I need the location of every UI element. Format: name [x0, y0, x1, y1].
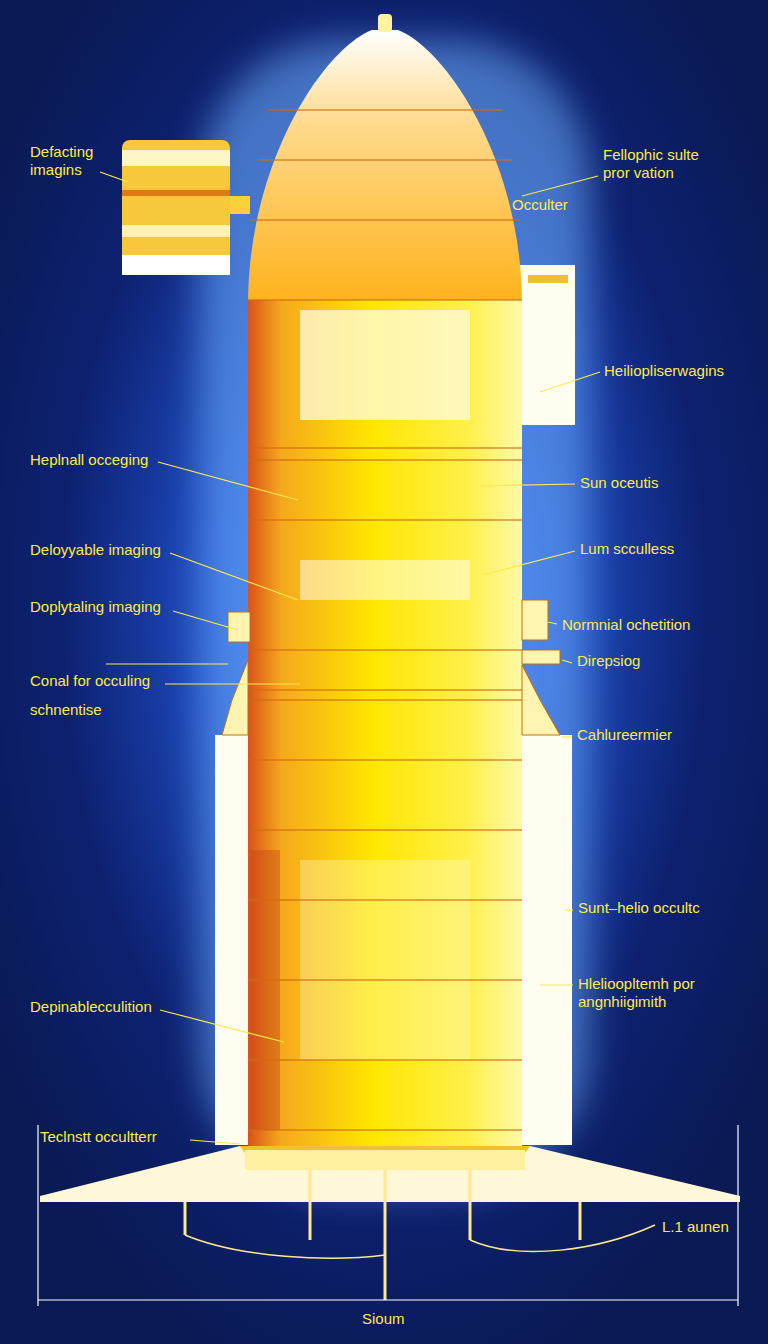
rocket-body-part	[250, 850, 280, 1130]
landing-legs-part	[469, 1170, 472, 1240]
body-stripes-part	[248, 649, 522, 651]
leader-lines-part	[158, 462, 298, 500]
body-stripes-part	[248, 899, 522, 901]
rocket-body-part	[300, 860, 470, 1060]
landing-legs-part	[384, 1170, 387, 1300]
callout-label: Normnial ochetition	[562, 616, 690, 634]
leader-lines-part	[565, 909, 573, 910]
callout-label: Doplytaling imaging	[30, 598, 161, 616]
dimension-bracket	[38, 1125, 738, 1306]
body-stripes-part	[250, 219, 520, 221]
leader-lines-part	[173, 611, 238, 630]
leader-lines-part	[482, 551, 575, 575]
leader-lines-part	[480, 484, 575, 486]
side-panels-part	[528, 275, 568, 283]
mid-platforms-part	[522, 650, 560, 664]
callout-label: L.1 aunen	[662, 1218, 729, 1236]
callout-label: Hlelioopltemh por angnhiigimith	[578, 975, 728, 1011]
leader-lines-part	[562, 736, 572, 737]
callout-label: Heplnall occeging	[30, 451, 148, 469]
leader-lines-part	[165, 683, 300, 684]
callout-label: Depinablecculition	[30, 998, 152, 1016]
callout-label: Occulter	[512, 196, 568, 214]
instrument-cylinder-part	[122, 140, 230, 275]
leader-lines-part	[548, 622, 557, 624]
leader-lines-part	[170, 553, 298, 600]
body-stripes-part	[258, 159, 512, 161]
body-stripes-part	[248, 459, 522, 461]
rocket-body-part	[248, 300, 522, 1150]
side-panels-part	[522, 735, 572, 1145]
dimension-bracket-part	[37, 1125, 38, 1306]
body-stripes-part	[268, 109, 502, 111]
body-stripes-part	[248, 829, 522, 831]
instrument-cylinder	[122, 140, 250, 275]
callout-label: Cahlureermier	[577, 726, 672, 744]
instrument-cylinder-part	[122, 150, 230, 166]
leader-lines-part	[562, 660, 572, 663]
side-panels-part	[520, 265, 575, 425]
landing-legs-part	[579, 1202, 582, 1240]
landing-legs-part	[309, 1170, 312, 1240]
rocket-body-part	[300, 560, 470, 600]
leader-lines-part	[190, 1140, 240, 1144]
instrument-cylinder-part	[122, 255, 230, 275]
callout-label: Defacting imagins	[30, 143, 110, 179]
instrument-cylinder-part	[122, 190, 230, 196]
rocket-body-part	[378, 14, 392, 32]
leader-lines-part	[160, 1010, 284, 1042]
rocket-body	[248, 14, 522, 1150]
callout-label: schnentise	[30, 701, 102, 719]
body-stripes-part	[248, 759, 522, 761]
mid-platforms-part	[522, 665, 560, 735]
callout-label: Sun oceutis	[580, 474, 658, 492]
callout-label: Sunt–helio occultc	[578, 899, 700, 917]
leader-lines-part	[540, 984, 573, 985]
leader-lines	[100, 172, 600, 1144]
body-stripes-part	[248, 979, 522, 981]
instrument-cylinder-part	[122, 225, 230, 237]
rocket-body-part	[300, 310, 470, 420]
body-stripes-part	[248, 699, 522, 701]
leader-lines-part	[522, 176, 598, 196]
body-stripes-part	[248, 689, 522, 691]
side-panels-part	[215, 735, 248, 1145]
callout-label: Lum scculless	[580, 540, 674, 558]
base-flare	[40, 1146, 740, 1202]
base-flare-part	[40, 1146, 740, 1202]
callout-label: Sioum	[362, 1310, 405, 1328]
callout-label: Conal for occuling	[30, 672, 150, 690]
callout-label: Deloyyable imaging	[30, 541, 161, 559]
body-stripes-part	[248, 299, 522, 301]
landing-legs-part	[185, 1235, 385, 1258]
body-stripes-part	[248, 1129, 522, 1131]
callout-label: Fellophic sulte pror vation	[603, 146, 728, 182]
mid-platforms-part	[222, 660, 248, 735]
body-stripes-part	[248, 447, 522, 449]
leader-lines-part	[100, 172, 128, 182]
body-stripes-part	[248, 1059, 522, 1061]
body-stripes-part	[248, 519, 522, 521]
base-flare-part	[245, 1150, 525, 1170]
body-stripes	[248, 110, 522, 1130]
mid-platforms-part	[522, 600, 548, 640]
leader-lines-part	[540, 372, 600, 392]
landing-legs-part	[470, 1225, 655, 1252]
dimension-bracket-part	[737, 1125, 738, 1306]
callout-label: Heiliopliserwagins	[604, 362, 724, 380]
rocket-body-part	[248, 30, 522, 305]
mid-platforms	[222, 600, 560, 735]
landing-legs-part	[184, 1202, 187, 1235]
landing-legs	[185, 1170, 655, 1300]
mid-platforms-part	[228, 612, 250, 642]
callout-label: Direpsiog	[577, 652, 640, 670]
dimension-bracket-part	[38, 1299, 738, 1300]
leader-lines-part	[106, 663, 228, 664]
callout-label: Teclnstt occultterr	[40, 1128, 157, 1146]
